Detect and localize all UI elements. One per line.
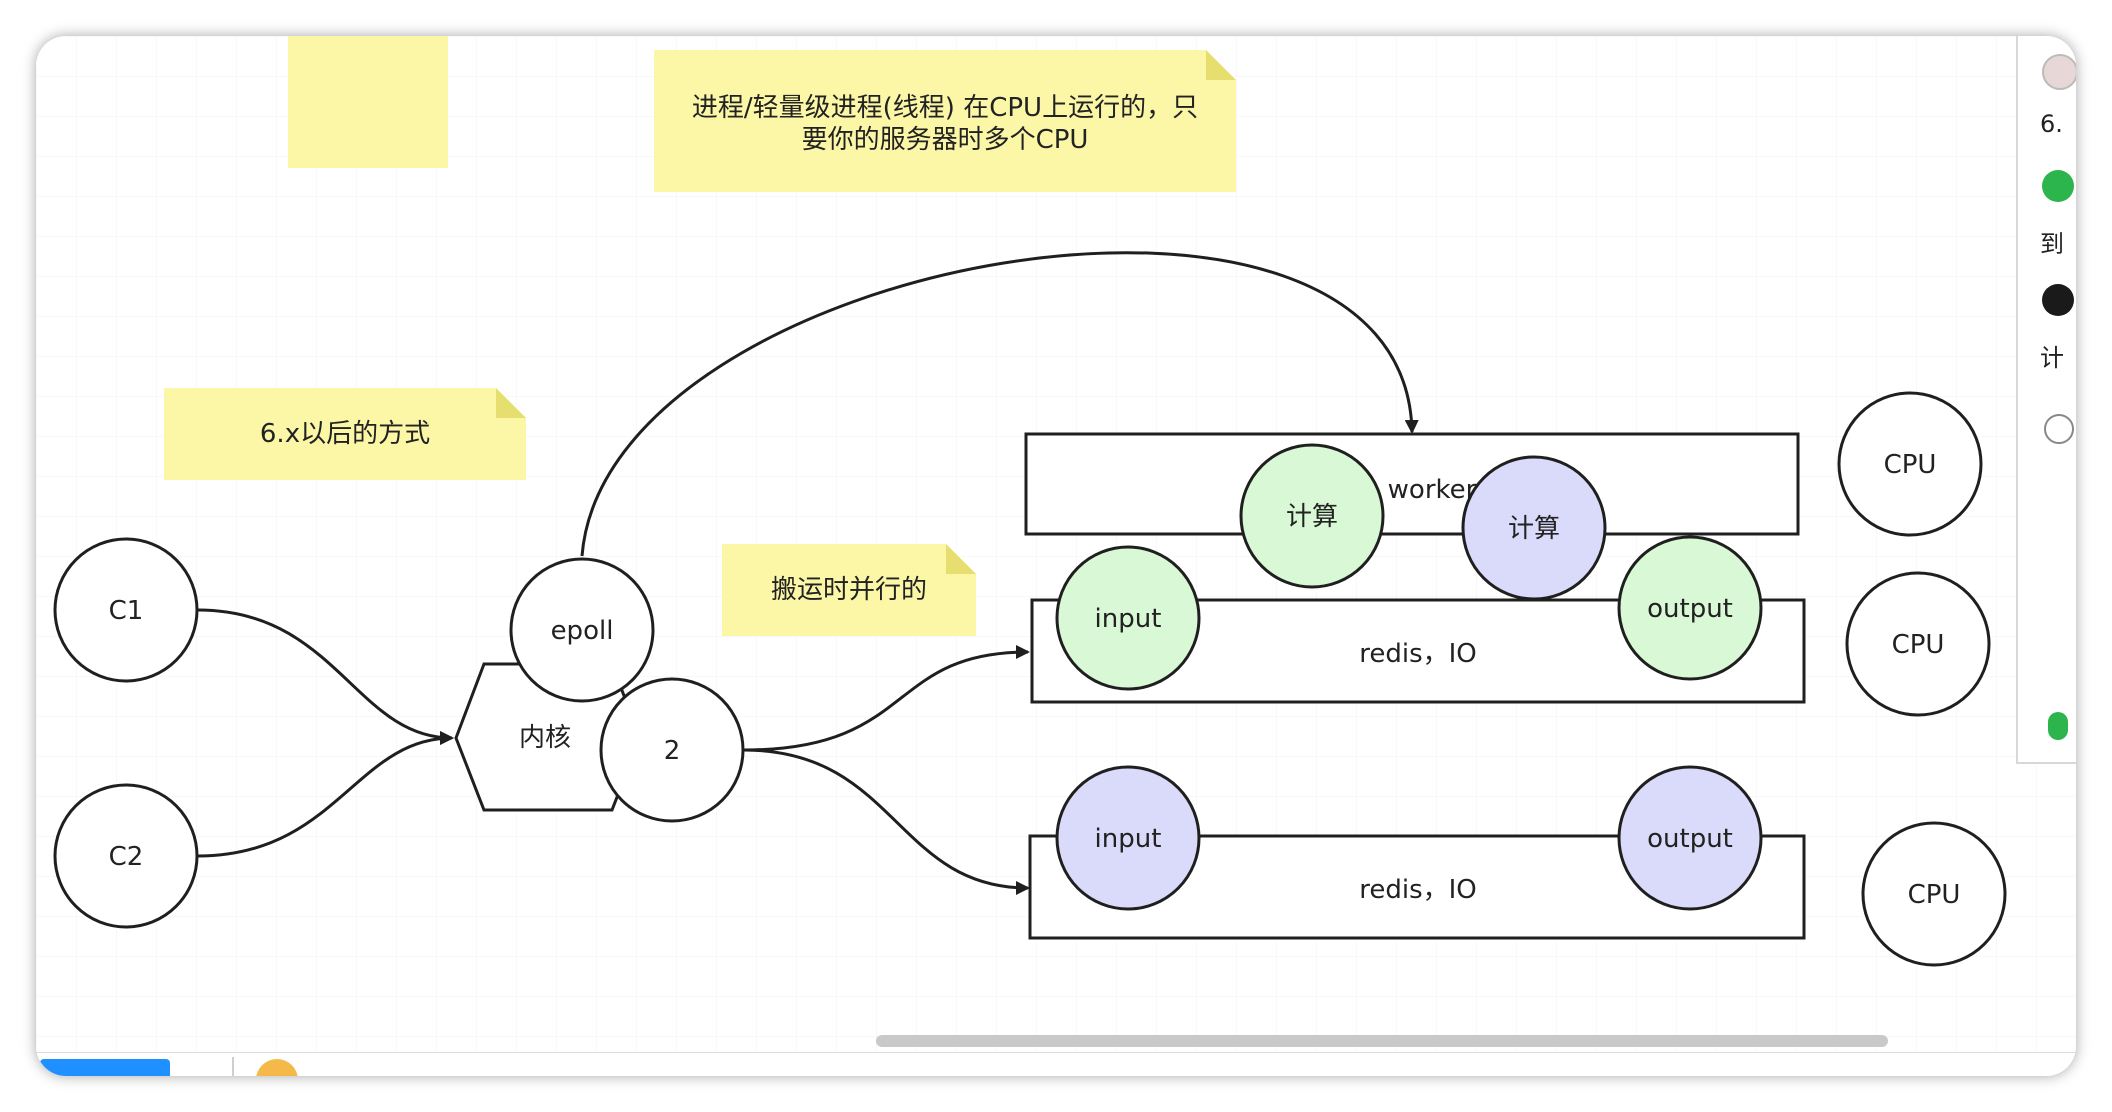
edge-two-redis1 — [743, 645, 1030, 752]
node-epoll[interactable]: epoll — [509, 557, 655, 703]
node-kernel-label: 内核 — [519, 723, 571, 753]
edge-c2-kernel — [197, 731, 454, 858]
bottom-toolbar — [36, 1052, 2076, 1076]
diagram-canvas-window: 进程/轻量级进程(线程) 在CPU上运行的，只 要你的服务器时多个CPU 6.x… — [36, 36, 2076, 1076]
user-avatar[interactable] — [2042, 54, 2076, 90]
worker-box[interactable] — [1024, 432, 1800, 536]
node-cpu-2[interactable]: CPU — [1845, 571, 1991, 717]
node-c2-label: C2 — [109, 842, 144, 872]
node-cpu-1[interactable]: CPU — [1837, 391, 1983, 537]
edge-epoll-worker — [580, 251, 1419, 557]
diagram-canvas[interactable]: 进程/轻量级进程(线程) 在CPU上运行的，只 要你的服务器时多个CPU 6.x… — [36, 36, 2076, 1076]
node-cpu-1-label: CPU — [1884, 450, 1937, 480]
worker-label: worker — [1388, 475, 1477, 505]
sticky-note-version[interactable]: 6.x以后的方式 — [164, 388, 526, 480]
node-cpu-3-label: CPU — [1908, 880, 1961, 910]
node-c1-label: C1 — [109, 596, 144, 626]
node-two-label: 2 — [664, 736, 681, 766]
user-avatar-dark[interactable] — [2042, 284, 2074, 316]
note-top-line1: 进程/轻量级进程(线程) 在CPU上运行的，只 — [692, 93, 1198, 123]
node-output-purple[interactable]: output — [1617, 765, 1763, 911]
microphone-icon[interactable] — [2048, 712, 2068, 740]
comment-text-3: 计 — [2040, 344, 2064, 372]
sticky-note-top[interactable]: 进程/轻量级进程(线程) 在CPU上运行的，只 要你的服务器时多个CPU — [654, 50, 1236, 192]
node-output-green[interactable]: output — [1617, 535, 1763, 681]
node-input-purple-label: input — [1095, 824, 1162, 854]
bottom-avatar[interactable] — [256, 1059, 298, 1076]
node-input-green-label: input — [1095, 604, 1162, 634]
emoji-icon[interactable] — [2044, 414, 2074, 444]
node-compute-purple-label: 计算 — [1508, 514, 1560, 544]
sticky-note-empty[interactable] — [288, 36, 448, 168]
node-cpu-2-label: CPU — [1892, 630, 1945, 660]
edge-two-redis2 — [743, 748, 1030, 895]
node-output-purple-label: output — [1647, 824, 1733, 854]
node-compute-purple[interactable]: 计算 — [1461, 455, 1607, 601]
node-input-purple[interactable]: input — [1055, 765, 1201, 911]
note-version-text: 6.x以后的方式 — [260, 419, 430, 449]
node-epoll-label: epoll — [551, 616, 614, 646]
edge-c1-kernel — [197, 608, 454, 745]
redis-io-label-2: redis，IO — [1359, 875, 1477, 905]
node-c2[interactable]: C2 — [53, 783, 199, 929]
comment-text-2: 到 — [2040, 230, 2064, 258]
horizontal-scrollbar[interactable] — [876, 1035, 1888, 1047]
comment-text-1: 6. — [2040, 110, 2063, 138]
note-top-line2: 要你的服务器时多个CPU — [802, 125, 1089, 155]
node-input-green[interactable]: input — [1055, 545, 1201, 691]
chat-icon[interactable] — [2042, 170, 2074, 202]
node-two[interactable]: 2 — [599, 677, 745, 823]
redis-io-label-1: redis，IO — [1359, 639, 1477, 669]
note-parallel-text: 搬运时并行的 — [771, 575, 927, 605]
node-cpu-3[interactable]: CPU — [1861, 821, 2007, 967]
sticky-note-parallel[interactable]: 搬运时并行的 — [722, 544, 976, 636]
bottom-tab[interactable] — [40, 1059, 170, 1076]
node-output-green-label: output — [1647, 594, 1733, 624]
bottom-divider — [232, 1057, 234, 1076]
node-compute-green[interactable]: 计算 — [1239, 443, 1385, 589]
comment-side-panel[interactable]: 6. 到 计 — [2016, 36, 2076, 764]
node-compute-green-label: 计算 — [1286, 502, 1338, 532]
node-c1[interactable]: C1 — [53, 537, 199, 683]
